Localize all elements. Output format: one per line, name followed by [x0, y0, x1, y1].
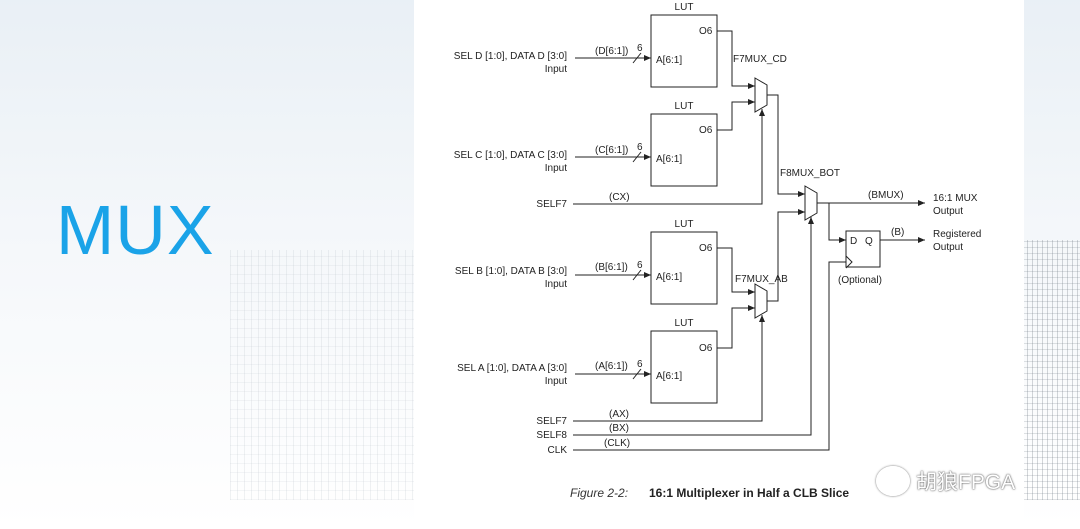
self7-cx-net: (CX) — [609, 192, 630, 203]
lut-label-a: LUT — [675, 318, 694, 329]
bmux-net: (BMUX) — [868, 190, 904, 201]
f7mux-ab-label: F7MUX_AB — [735, 274, 788, 285]
lut-label-c: LUT — [675, 101, 694, 112]
reg-output-line1: Registered — [933, 229, 981, 240]
ff-optional-note: (Optional) — [838, 275, 882, 286]
background-building-sketch-right — [1022, 240, 1080, 500]
watermark-text: 胡狼FPGA — [916, 471, 1016, 494]
lut-output-c: O6 — [699, 125, 713, 136]
lut-input-b: A[6:1] — [656, 272, 682, 283]
clk-net: (CLK) — [604, 438, 630, 449]
b-net: (B) — [891, 227, 904, 238]
lut-input-a: A[6:1] — [656, 371, 682, 382]
self7-ax-net: (AX) — [609, 409, 629, 420]
flipflop-box — [845, 230, 881, 268]
input-d-width: 6 — [637, 43, 643, 54]
input-b-bus: (B[6:1]) — [595, 262, 628, 273]
input-b-label: SEL B [1:0], DATA B [3:0] — [455, 266, 567, 277]
input-c-width: 6 — [637, 142, 643, 153]
caption-text: 16:1 Multiplexer in Half a CLB Slice — [649, 486, 849, 500]
input-a-label: SEL A [1:0], DATA A [3:0] — [457, 363, 567, 374]
lut-label-b: LUT — [675, 219, 694, 230]
lut-output-a: O6 — [699, 343, 713, 354]
f7mux-cd-shape — [754, 77, 768, 113]
f8mux-bot-shape — [804, 185, 818, 221]
input-a-sub: Input — [545, 376, 567, 387]
input-a-width: 6 — [637, 359, 643, 370]
input-a-bus: (A[6:1]) — [595, 361, 628, 372]
diagram-panel — [414, 0, 1024, 529]
caption-figure-number: Figure 2-2: — [570, 486, 628, 500]
lut-input-c: A[6:1] — [656, 154, 682, 165]
self7-ax-label: SELF7 — [536, 416, 567, 427]
lut-label-d: LUT — [675, 2, 694, 13]
input-c-label: SEL C [1:0], DATA C [3:0] — [454, 150, 567, 161]
input-d-label: SEL D [1:0], DATA D [3:0] — [454, 51, 567, 62]
self7-cx-label: SELF7 — [536, 199, 567, 210]
self8-net: (BX) — [609, 423, 629, 434]
lut-box-a — [650, 330, 718, 404]
lut-output-d: O6 — [699, 26, 713, 37]
input-d-bus: (D[6:1]) — [595, 46, 628, 57]
mux-output-line2: Output — [933, 206, 963, 217]
lut-box-c — [650, 113, 718, 187]
watermark: 胡狼FPGA — [876, 466, 1015, 496]
background-building-sketch-left — [230, 250, 420, 500]
input-c-bus: (C[6:1]) — [595, 145, 628, 156]
self8-label: SELF8 — [536, 430, 567, 441]
input-b-width: 6 — [637, 260, 643, 271]
f8mux-bot-label: F8MUX_BOT — [780, 168, 840, 179]
f7mux-cd-label: F7MUX_CD — [733, 54, 787, 65]
reg-output-line2: Output — [933, 242, 963, 253]
ff-q-label: Q — [865, 236, 873, 247]
clk-label: CLK — [548, 445, 568, 456]
mux-output-line1: 16:1 MUX — [933, 193, 978, 204]
slide-title: MUX — [56, 191, 215, 269]
lut-box-b — [650, 231, 718, 305]
f7mux-ab-shape — [754, 283, 768, 319]
ff-d-label: D — [850, 236, 857, 247]
input-c-sub: Input — [545, 163, 567, 174]
lut-box-d — [650, 14, 718, 88]
input-b-sub: Input — [545, 279, 567, 290]
lut-input-d: A[6:1] — [656, 55, 682, 66]
lut-output-b: O6 — [699, 243, 713, 254]
input-d-sub: Input — [545, 64, 567, 75]
wechat-logo-icon — [876, 466, 910, 496]
